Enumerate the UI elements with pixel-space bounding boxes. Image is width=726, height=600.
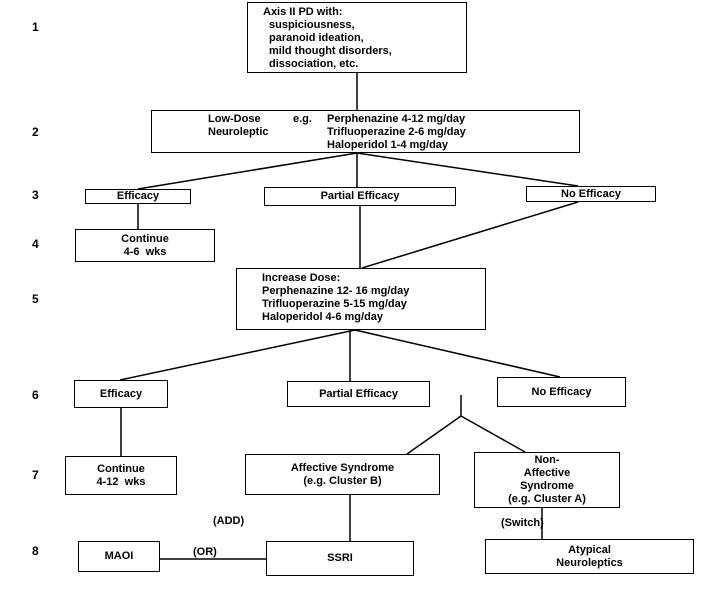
non-affective-label: Affective xyxy=(523,467,571,479)
connector-2-efficacy xyxy=(137,152,358,190)
connector-increase-noefficacy xyxy=(354,329,561,378)
step-number-2: 2 xyxy=(32,125,39,139)
maoi-label: MAOI xyxy=(104,550,134,562)
box2-eg: e.g. xyxy=(293,113,312,125)
connector-fork-affective xyxy=(406,415,462,455)
box-low-dose-neuroleptic: Low-Dose Neuroleptic e.g. Perphenazine 4… xyxy=(151,110,580,153)
step-number-8: 8 xyxy=(32,544,39,558)
increase-dose-drug: Trifluoperazine 5-15 mg/day xyxy=(262,298,407,310)
affective-syndrome-label: Affective Syndrome xyxy=(290,461,395,474)
box1-line: mild thought disorders, xyxy=(269,45,392,57)
non-affective-label: Syndrome xyxy=(520,480,574,492)
box-non-affective-syndrome: Non- Affective Syndrome (e.g. Cluster A) xyxy=(474,452,620,508)
box-ssri: SSRI xyxy=(266,541,414,576)
step-number-5: 5 xyxy=(32,292,39,306)
note-switch: (Switch) xyxy=(501,517,544,529)
box2-drug: Perphenazine 4-12 mg/day xyxy=(327,113,466,125)
continue-label: Continue xyxy=(97,462,145,475)
affective-syndrome-example: (e.g. Cluster B) xyxy=(303,474,382,487)
step-number-6: 6 xyxy=(32,388,39,402)
box2-drug: Trifluoperazine 2-6 mg/day xyxy=(327,126,466,138)
box1-line: Axis II PD with: xyxy=(263,6,343,18)
increase-dose-title: Increase Dose: xyxy=(262,272,341,284)
efficacy-label: Efficacy xyxy=(99,387,143,400)
box-atypical-neuroleptics: Atypical Neuroleptics xyxy=(485,539,694,574)
box1-line: paranoid ideation, xyxy=(269,32,364,44)
continue-duration: 4-6 wks xyxy=(123,245,167,258)
non-affective-label: Non- xyxy=(534,454,560,466)
continue-label: Continue xyxy=(121,232,169,245)
connector-2-noefficacy xyxy=(356,152,579,187)
continue-duration: 4-12 wks xyxy=(96,475,146,488)
step-number-7: 7 xyxy=(32,468,39,482)
box-partial-efficacy-3: Partial Efficacy xyxy=(264,187,456,206)
step-number-3: 3 xyxy=(32,188,39,202)
box2-drug: Haloperidol 1-4 mg/day xyxy=(327,139,449,151)
box1-line: suspiciousness, xyxy=(269,19,355,31)
box-no-efficacy-6: No Efficacy xyxy=(497,377,626,407)
box-maoi: MAOI xyxy=(78,541,160,572)
connector-increase-efficacy xyxy=(119,329,356,381)
non-affective-example: (e.g. Cluster A) xyxy=(508,493,586,505)
box-axis-ii-pd: Axis II PD with: suspiciousness, paranoi… xyxy=(247,2,467,73)
partial-efficacy-label: Partial Efficacy xyxy=(320,190,400,202)
box1-line: dissociation, etc. xyxy=(269,58,359,70)
box-continue-4-12-wks: Continue 4-12 wks xyxy=(65,456,177,495)
box-affective-syndrome: Affective Syndrome (e.g. Cluster B) xyxy=(245,454,440,495)
box-efficacy-3: Efficacy xyxy=(85,189,191,204)
box-increase-dose: Increase Dose: Perphenazine 12- 16 mg/da… xyxy=(236,268,486,330)
box-efficacy-6: Efficacy xyxy=(74,380,168,408)
efficacy-label: Efficacy xyxy=(116,190,160,202)
note-or: (OR) xyxy=(192,546,218,558)
note-add: (ADD) xyxy=(213,515,245,527)
partial-efficacy-label: Partial Efficacy xyxy=(319,387,398,400)
box-partial-efficacy-6: Partial Efficacy xyxy=(287,381,430,407)
box-continue-4-6-wks: Continue 4-6 wks xyxy=(75,229,215,262)
atypical-label: Atypical xyxy=(568,543,611,556)
step-number-4: 4 xyxy=(32,237,39,251)
no-efficacy-label: No Efficacy xyxy=(531,385,592,398)
increase-dose-drug: Perphenazine 12- 16 mg/day xyxy=(262,285,410,297)
box2-left-label: Neuroleptic xyxy=(208,126,269,138)
atypical-label: Neuroleptics xyxy=(556,556,623,569)
ssri-label: SSRI xyxy=(327,552,353,564)
increase-dose-drug: Haloperidol 4-6 mg/day xyxy=(262,311,384,323)
step-number-1: 1 xyxy=(32,20,39,34)
box2-left-label: Low-Dose xyxy=(208,113,261,125)
connector-noefficacy-increase xyxy=(361,201,579,269)
no-efficacy-label: No Efficacy xyxy=(561,187,621,200)
box-no-efficacy-3: No Efficacy xyxy=(526,186,656,202)
connector-fork-nonaffective xyxy=(460,415,526,453)
